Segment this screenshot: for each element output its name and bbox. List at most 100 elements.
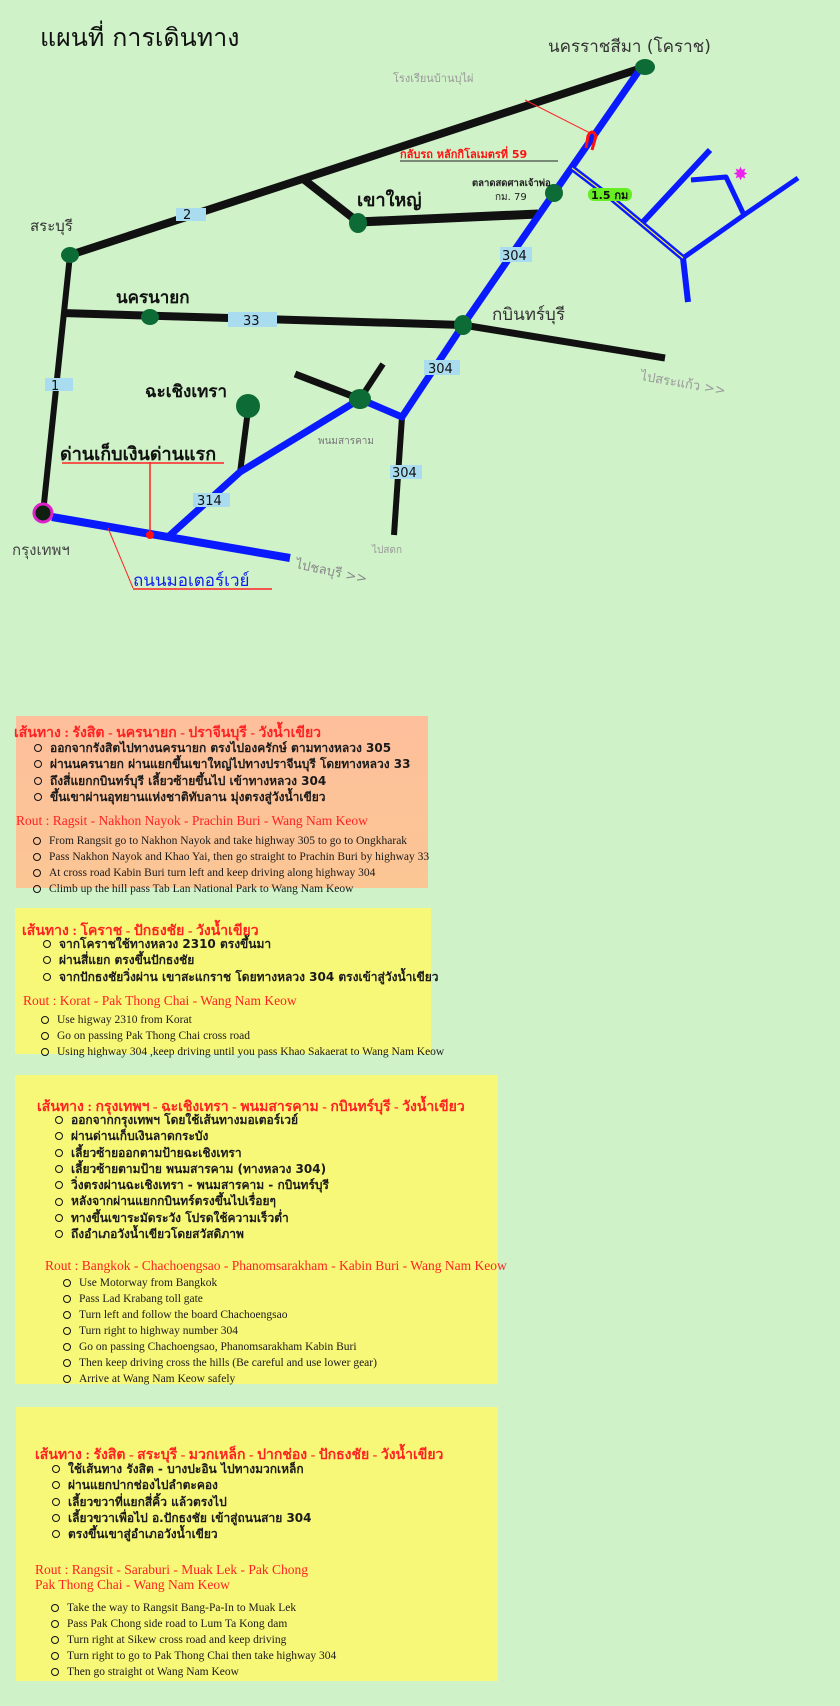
- map-title: แผนที่ การเดินทาง: [40, 20, 239, 52]
- label-chachoengsao: ฉะเชิงเทรา: [145, 382, 227, 402]
- thai-step-item: ทางขึ้นเขาระมัดระวัง โปรดใช้ความเร็วต่ำ: [55, 1210, 329, 1226]
- route-map: แผนที่ การเดินทาง ✸: [12, 20, 800, 591]
- thai-step-item: ผ่านนครนายก ผ่านแยกขึ้นเขาใหญ่ไปทางปราจี…: [34, 756, 410, 772]
- label-uturn: กลับรถ หลักกิโลเมตรที่ 59: [400, 146, 527, 161]
- route-title: เส้นทาง : โคราช - ปักธงชัย - วังน้ำเขียว: [22, 924, 259, 939]
- english-route-title: Rout : Bangkok - Chachoengsao - Phanomsa…: [45, 1258, 507, 1273]
- thai-step-item: หลังจากผ่านแยกกบินทร์ตรงขึ้นไปเรื่อยๆ: [55, 1193, 329, 1209]
- node-khaoyai: [349, 213, 367, 233]
- distance-badge: [588, 188, 632, 201]
- highway-304-south: 304: [392, 466, 417, 481]
- road-to-sakaeo: [462, 321, 666, 362]
- label-school: โรงเรียนบ้านบุไผ่: [393, 71, 473, 85]
- node-market: [545, 184, 563, 202]
- route-box-rangsit-nakhon-nayok: เส้นทาง : รังสิต - นครนายก - ปราจีนบุรี …: [14, 716, 429, 895]
- road-khaoyai: [357, 209, 539, 227]
- thai-step-item: ออกจากกรุงเทพฯ โดยใช้เส้นทางมอเตอร์เวย์: [55, 1112, 329, 1128]
- road-khaoyai-branch: [299, 174, 361, 226]
- route-box-korat: เส้นทาง : โคราช - ปักธงชัย - วังน้ำเขียว…: [15, 908, 444, 1058]
- thai-step-item: ขึ้นเขาผ่านอุทยานแห่งชาติทับลาน มุ่งตรงส…: [34, 789, 410, 805]
- highway-304-north: 304: [502, 249, 527, 264]
- thai-steps: ออกจากกรุงเทพฯ โดยใช้เส้นทางมอเตอร์เวย์ผ…: [55, 1112, 329, 1242]
- english-step-item: Pass Nakhon Nayok and Khao Yai, then go …: [33, 849, 429, 865]
- node-saraburi: [61, 247, 79, 263]
- thai-step-item: ใช้เส้นทาง รังสิต - บางปะอิน ไปทางมวกเหล…: [52, 1461, 312, 1477]
- thai-step-item: ผ่านแยกปากช่องไปลำตะคอง: [52, 1477, 312, 1493]
- english-step-item: Turn right to go to Pak Thong Chai then …: [51, 1648, 336, 1664]
- local-road-east: [681, 175, 800, 261]
- highway-33: 33: [243, 314, 260, 329]
- route-box-rangsit-saraburi: เส้นทาง : รังสิต - สระบุรี - มวกเหล็ก - …: [16, 1407, 498, 1681]
- english-route-title: Rout : Ragsit - Nakhon Nayok - Prachin B…: [16, 813, 368, 828]
- label-khao-yai: เขาใหญ่: [357, 189, 422, 211]
- label-motorway: ถนนมอเตอร์เวย์: [133, 571, 249, 591]
- english-steps: From Rangsit go to Nakhon Nayok and take…: [33, 833, 429, 897]
- english-step-item: Turn right to highway number 304: [63, 1323, 377, 1339]
- thai-step-item: จากโคราชใช้ทางหลวง 2310 ตรงขึ้นมา: [43, 936, 438, 952]
- label-nakhon-nayok: นครนายก: [116, 288, 190, 308]
- label-phanom-sarakham: พนมสารคาม: [318, 436, 374, 447]
- route-title: เส้นทาง : รังสิต - สระบุรี - มวกเหล็ก - …: [35, 1448, 444, 1463]
- thai-step-item: เลี้ยวขวาเพื่อไป อ.ปักธงชัย เข้าสู่ถนนสา…: [52, 1510, 312, 1526]
- route-title: เส้นทาง : กรุงเทพฯ - ฉะเชิงเทรา - พนมสาร…: [37, 1100, 465, 1115]
- node-nakhon-nayok: [141, 309, 159, 325]
- english-route-title: Rout : Rangsit - Saraburi - Muak Lek - P…: [35, 1562, 308, 1577]
- thai-step-item: ออกจากรังสิตไปทางนครนายก ตรงไปองครักษ์ ต…: [34, 740, 410, 756]
- label-toll-gate: ด่านเก็บเงินด่านแรก: [60, 442, 216, 465]
- thai-step-item: เลี้ยวขวาที่แยกสี่คิ้ว แล้วตรงไป: [52, 1494, 312, 1510]
- thai-steps: ใช้เส้นทาง รังสิต - บางปะอิน ไปทางมวกเหล…: [52, 1461, 312, 1542]
- label-market: ตลาดสดศาลเจ้าพ่อ: [472, 177, 551, 189]
- english-step-item: Use Motorway from Bangkok: [63, 1275, 377, 1291]
- english-step-item: From Rangsit go to Nakhon Nayok and take…: [33, 833, 429, 849]
- english-step-item: Then keep driving cross the hills (Be ca…: [63, 1355, 377, 1371]
- english-step-item: Go on passing Chachoengsao, Phanomsarakh…: [63, 1339, 377, 1355]
- english-step-item: At cross road Kabin Buri turn left and k…: [33, 865, 429, 881]
- label-to-sakaeo: ไปสระแก้ว >>: [638, 368, 727, 399]
- thai-step-item: ตรงขึ้นเขาสู่อำเภอวังน้ำเขียว: [52, 1526, 312, 1542]
- thai-step-item: เลี้ยวซ้ายตามป้าย พนมสารคาม (ทางหลวง 304…: [55, 1161, 329, 1177]
- route-title: เส้นทาง : รังสิต - นครนายก - ปราจีนบุรี …: [14, 726, 322, 741]
- english-step-item: Go on passing Pak Thong Chai cross road: [41, 1028, 444, 1044]
- label-to-south: ไปสดก: [371, 544, 402, 556]
- label-saraburi: สระบุรี: [30, 217, 73, 236]
- route-box-bangkok: เส้นทาง : กรุงเทพฯ - ฉะเชิงเทรา - พนมสาร…: [15, 1075, 507, 1387]
- label-korat: นครราชสีมา (โคราช): [548, 36, 711, 57]
- english-step-item: Turn right at Sikew cross road and keep …: [51, 1632, 336, 1648]
- road-2: [68, 63, 647, 259]
- label-kabin-buri: กบินทร์บุรี: [492, 305, 565, 325]
- thai-step-item: วิ่งตรงผ่านฉะเชิงเทรา - พนมสารคาม - กบิน…: [55, 1177, 329, 1193]
- english-route-title-line2: Pak Thong Chai - Wang Nam Keow: [35, 1577, 230, 1592]
- destination-star-icon: ✸: [733, 164, 748, 185]
- highway-1: 1: [51, 379, 59, 394]
- label-to-chonburi: ไปชลบุรี >>: [293, 556, 368, 587]
- english-step-item: Pass Pak Chong side road to Lum Ta Kong …: [51, 1616, 336, 1632]
- highway-labels: 2 33 1 304 304 304 314: [45, 208, 532, 509]
- thai-steps: ออกจากรังสิตไปทางนครนายก ตรงไปองครักษ์ ต…: [34, 740, 410, 805]
- highway-2: 2: [183, 208, 191, 223]
- thai-step-item: ผ่านด่านเก็บเงินลาดกระบัง: [55, 1128, 329, 1144]
- node-korat: [635, 59, 655, 75]
- thai-step-item: เลี้ยวซ้ายออกตามป้ายฉะเชิงเทรา: [55, 1145, 329, 1161]
- label-distance: 1.5 กม: [591, 189, 628, 202]
- english-step-item: Pass Lad Krabang toll gate: [63, 1291, 377, 1307]
- english-step-item: Then go straight ot Wang Nam Keow: [51, 1664, 336, 1680]
- local-road-resort: [690, 174, 747, 217]
- thai-step-item: จากปักธงชัยวิ่งผ่าน เขาสะแกราช โดยทางหลว…: [43, 969, 438, 985]
- node-chachoengsao: [236, 394, 260, 418]
- route-motorway: [51, 513, 291, 562]
- local-road-north: [640, 147, 713, 225]
- u-turn-icon: [584, 130, 598, 151]
- english-step-item: Arrive at Wang Nam Keow safely: [63, 1371, 377, 1387]
- english-step-item: Using highway 304 ,keep driving until yo…: [41, 1044, 444, 1060]
- highway-314: 314: [197, 494, 222, 509]
- english-step-item: Use higway 2310 from Korat: [41, 1012, 444, 1028]
- english-route-title: Rout : Korat - Pak Thong Chai - Wang Nam…: [23, 993, 297, 1008]
- thai-step-item: ถึงสี่แยกกบินทร์บุรี เลี้ยวซ้ายขึ้นไป เข…: [34, 773, 410, 789]
- english-step-item: Climb up the hill pass Tab Lan National …: [33, 881, 429, 897]
- highway-304-mid: 304: [428, 362, 453, 377]
- thai-step-item: ผ่านสี่แยก ตรงขึ้นปักธงชัย: [43, 952, 438, 968]
- node-phanom: [349, 389, 371, 409]
- road-phanom-west: [293, 370, 362, 403]
